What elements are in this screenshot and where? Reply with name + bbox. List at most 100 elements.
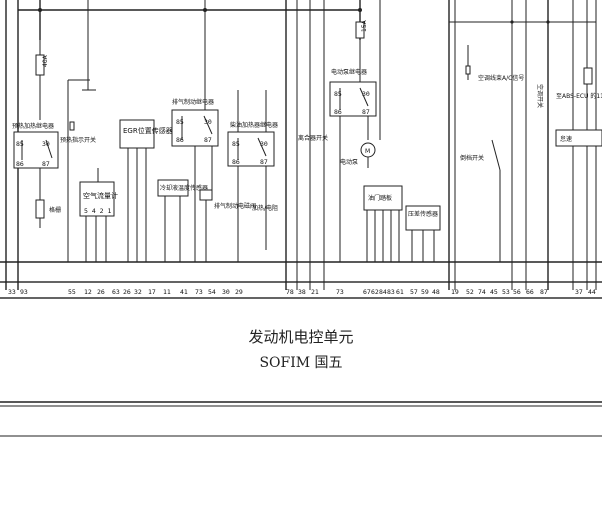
preheat-switch [67, 40, 96, 262]
abs-ecu-box [555, 129, 602, 147]
ecu-pin: 33 [8, 288, 16, 296]
ac-switch-label: 空调开关 [536, 84, 544, 108]
water-temp-box [157, 179, 189, 197]
ecu-pin: 93 [20, 288, 28, 296]
svg-text:86: 86 [176, 136, 184, 144]
ecu-pin: 29 [235, 288, 243, 296]
air-flow-label: 空气流量计 [83, 191, 118, 200]
ecu-pin: 73 [195, 288, 203, 296]
svg-text:86: 86 [232, 158, 240, 166]
ecu-pin: 32 [134, 288, 142, 296]
idle-label: 怠速 [560, 135, 572, 143]
svg-text:86: 86 [16, 160, 24, 168]
ac-signal-label: 空调线束A/C信号 [478, 74, 524, 82]
ecu-pin: 62 [371, 288, 379, 296]
svg-text:85: 85 [232, 140, 240, 148]
gear-switch-label: 倒档开关 [460, 154, 484, 162]
ecu-pin: 26 [97, 288, 105, 296]
relay-pump-label: 电动泵继电器 [331, 68, 367, 76]
ecu-pin: 53 [502, 288, 510, 296]
ecu-pin: 83 [387, 288, 395, 296]
pressure-label: 压差传感器 [408, 210, 438, 218]
ecu-pin: 55 [68, 288, 76, 296]
ecu-pin: 37 [575, 288, 583, 296]
ecu-pin: 66 [526, 288, 534, 296]
relay-pump: 85 30 86 87 [329, 81, 377, 117]
water-temp-label: 冷却液温度传感器 [160, 184, 208, 192]
svg-text:30: 30 [42, 140, 50, 148]
pedal-label: 油门踏板 [368, 194, 392, 202]
diagram-title: 发动机电控单元 [248, 328, 354, 346]
top-bus [18, 8, 596, 24]
ecu-pin: 74 [478, 288, 486, 296]
grid-heater [35, 168, 45, 228]
diagram-subtitle: SOFIM 国五 [259, 355, 343, 371]
svg-text:85: 85 [176, 118, 184, 126]
svg-text:86: 86 [334, 108, 342, 116]
ecu-pin: 56 [513, 288, 521, 296]
clutch-label: 离合器开关 [298, 134, 328, 142]
ecu-pin: 84 [379, 288, 387, 296]
svg-text:30: 30 [204, 118, 212, 126]
pump-motor: M [360, 142, 376, 168]
ecu-pin: 21 [311, 288, 319, 296]
grid-heater-label: 格栅 [49, 206, 61, 214]
pressure-box [405, 205, 441, 231]
exhaust-valve-label: 排气制动电磁阀 [214, 202, 256, 210]
pump-label: 电动泵 [340, 158, 358, 166]
preheat-switch-label: 预热指示开关 [60, 136, 96, 144]
ecu-pin: 19 [451, 288, 459, 296]
ecu-pin: 38 [298, 288, 306, 296]
ecu-pin: 45 [490, 288, 498, 296]
ecu-pin: 12 [84, 288, 92, 296]
svg-text:87: 87 [42, 160, 50, 168]
ecu-pin: 48 [432, 288, 440, 296]
ecu-connector [0, 281, 602, 299]
egr-sensor-label: EGR位置传感器 [123, 126, 173, 135]
ac-switch [465, 45, 501, 262]
svg-text:87: 87 [260, 158, 268, 166]
relay-diesel-heater: 85 30 86 87 [227, 131, 275, 167]
ecu-pin: 63 [112, 288, 120, 296]
svg-text:30: 30 [362, 90, 370, 98]
svg-text:5 4 2 1: 5 4 2 1 [84, 207, 111, 215]
vertical-rails [5, 0, 597, 290]
add-heater-label: 加热/电阻 [252, 204, 278, 212]
ecu-pin: 30 [222, 288, 230, 296]
fuse-40a [35, 40, 45, 120]
ecu-pin: 41 [180, 288, 188, 296]
fuse-15a-label: 15A [361, 19, 368, 32]
ecu-pin: 17 [148, 288, 156, 296]
ecu-pin: 26 [123, 288, 131, 296]
ecu-pin: 57 [410, 288, 418, 296]
svg-text:85: 85 [16, 140, 24, 148]
relay-exhaust-label: 排气制动继电器 [172, 98, 214, 106]
ecu-pin: 87 [540, 288, 548, 296]
ecu-pin: 44 [588, 288, 596, 296]
relay-exhaust: 85 30 86 87 [171, 109, 219, 147]
ecu-pin: 11 [163, 288, 171, 296]
ecu-pin: 61 [396, 288, 404, 296]
fuse-15a [355, 21, 365, 39]
svg-text:85: 85 [334, 90, 342, 98]
ecu-pin: 54 [208, 288, 216, 296]
svg-text:87: 87 [362, 108, 370, 116]
air-flow-box [79, 181, 115, 217]
abs-ecu-label: 至ABS-ECU 的11号位 [556, 92, 602, 100]
relay-diesel-heater-label: 柴油加热器继电器 [230, 121, 278, 129]
fuse-40a-label: 40A [42, 54, 49, 67]
ecu-pin: 59 [421, 288, 429, 296]
ecu-pin: 78 [286, 288, 294, 296]
ecu-pin: 52 [466, 288, 474, 296]
svg-text:87: 87 [204, 136, 212, 144]
svg-text:30: 30 [260, 140, 268, 148]
ecu-pin: 73 [336, 288, 344, 296]
ecu-pin: 67 [363, 288, 371, 296]
relay-preheat: 85 30 86 87 [13, 131, 59, 169]
relay-preheat-label: 预热加热继电器 [12, 122, 54, 130]
exhaust-valve [199, 189, 213, 262]
svg-text:M: M [365, 148, 370, 155]
